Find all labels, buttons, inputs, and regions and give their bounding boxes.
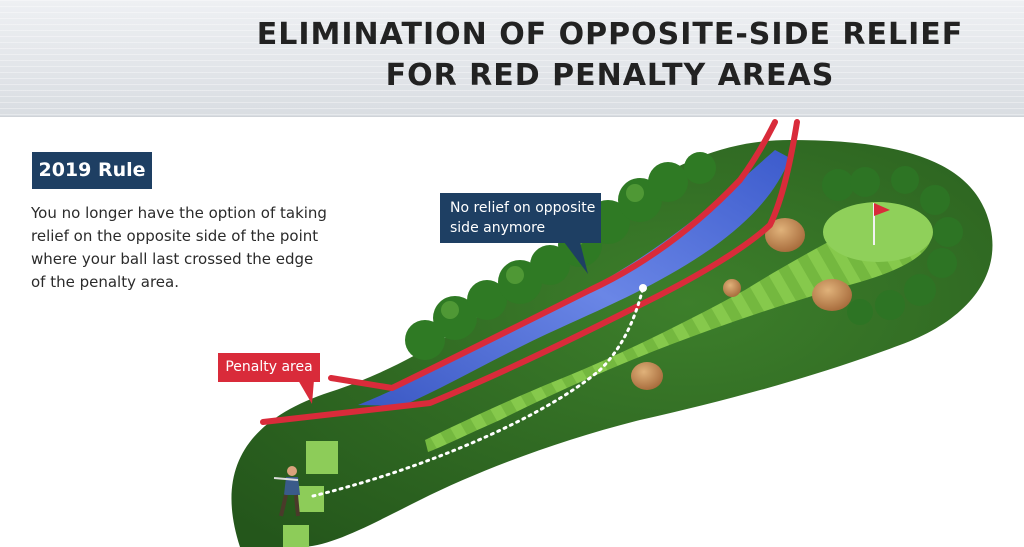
- sand-bunker-2: [723, 279, 741, 297]
- tree-cluster-right: [822, 166, 963, 325]
- golf-hole-illustration: [231, 119, 993, 547]
- callout-pointer: [564, 242, 588, 274]
- penalty-line-left: [328, 119, 778, 391]
- flag-pin-icon: [873, 203, 890, 245]
- penalty-label-pointer: [298, 380, 314, 404]
- ball-crossing-point: [639, 284, 647, 292]
- title-line-1: ELIMINATION OF OPPOSITE-SIDE RELIEF: [256, 17, 964, 52]
- putting-green: [823, 202, 933, 262]
- sand-bunker-3: [812, 279, 852, 311]
- golfer-figure: [273, 466, 300, 517]
- page-title: ELIMINATION OF OPPOSITE-SIDE RELIEF FOR …: [180, 14, 1024, 96]
- sand-bunker-1: [765, 218, 805, 252]
- tee-box-3: [283, 525, 309, 547]
- tee-box-1: [306, 441, 338, 474]
- no-relief-callout: No relief on opposite side anymore: [440, 193, 601, 243]
- ball-flight-path: [311, 286, 645, 498]
- penalty-area-label: Penalty area: [218, 353, 320, 382]
- tee-box-2: [296, 486, 324, 512]
- fairway: [425, 210, 933, 452]
- title-line-2: FOR RED PENALTY AREAS: [385, 58, 835, 93]
- header-banner: ELIMINATION OF OPPOSITE-SIDE RELIEF FOR …: [0, 0, 1024, 117]
- sand-bunker-4: [631, 362, 663, 390]
- rule-year-badge: 2019 Rule: [32, 152, 152, 189]
- rule-description: You no longer have the option of taking …: [31, 204, 327, 291]
- penalty-line-right: [260, 119, 800, 425]
